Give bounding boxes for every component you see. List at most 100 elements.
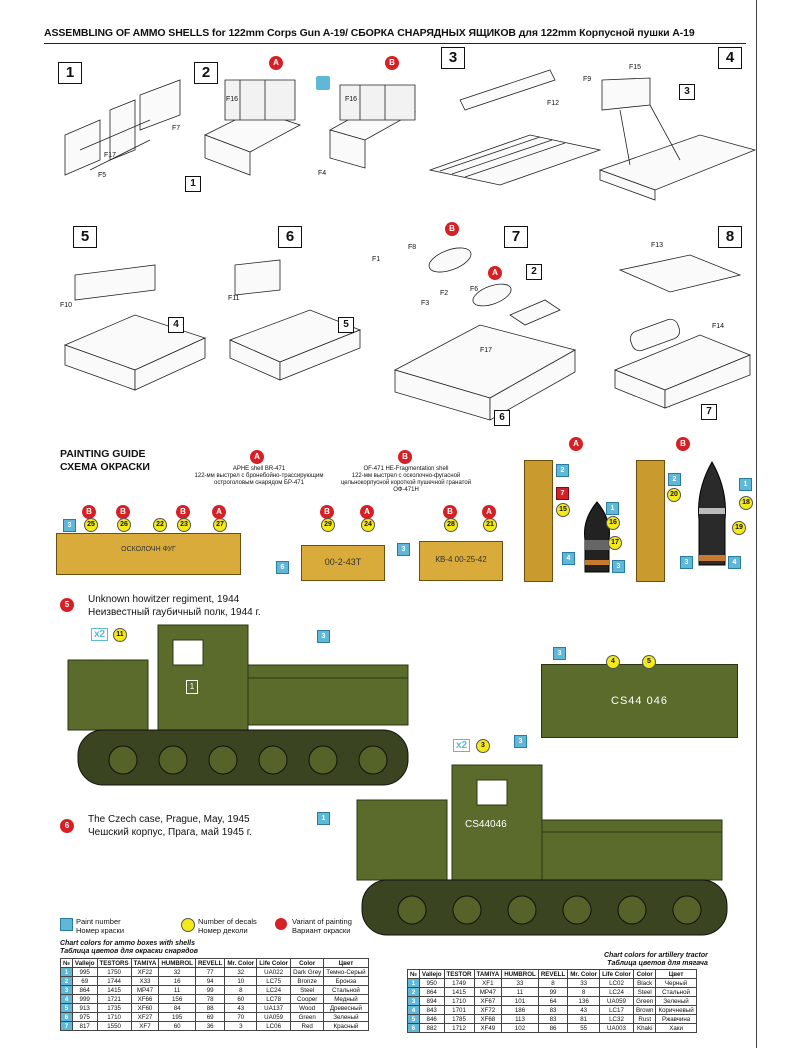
table-cell: 99	[194, 985, 226, 995]
paint-3-proj-b: 3	[680, 556, 693, 569]
table-cell: Медный	[323, 994, 369, 1004]
decal-4: 4	[606, 655, 620, 669]
table-cell: XF68	[473, 1014, 503, 1024]
step-7-label: 7	[504, 226, 528, 248]
paint-3-box1: 3	[63, 519, 76, 532]
table-cell: 94	[194, 976, 226, 986]
table-cell: LC78	[256, 994, 292, 1004]
table1-caption: Chart colors for ammo boxes with shells …	[60, 940, 199, 955]
table-cell: 70	[224, 1012, 258, 1022]
paint-7-shell-a: 7	[556, 487, 569, 500]
table-cell: LC75	[256, 976, 292, 986]
table-cell: 16	[158, 976, 196, 986]
table-cell: 882	[418, 1023, 445, 1033]
table-cell: 33	[501, 978, 539, 988]
table-cell: XF1	[473, 978, 503, 988]
table-cell: UA137	[256, 1003, 292, 1013]
part-f14: F14	[712, 323, 725, 330]
table-cell: 3	[224, 1021, 258, 1031]
table-cell: 64	[537, 996, 569, 1006]
table-cell: 1	[60, 967, 73, 977]
part-f9: F9	[583, 76, 592, 83]
table-header-cell: TESTOR	[443, 969, 475, 979]
paint-1-proj-a: 1	[606, 502, 619, 515]
variant-6-badge: 6	[60, 819, 74, 833]
legend-decal: Number of decals Номер деколи	[198, 917, 257, 935]
table-cell: 1550	[96, 1021, 132, 1031]
table-cell: MP47	[130, 985, 160, 995]
shell-a-caption: APHE shell BR-471 122-мм выстрел с броне…	[194, 466, 324, 486]
page-title: ASSEMBLING OF AMMO SHELLS for 122mm Corp…	[44, 27, 695, 39]
table-cell: Steel	[632, 987, 657, 997]
table-cell: 60	[158, 1021, 196, 1031]
step-1-label: 1	[58, 62, 82, 84]
decal-24: 24	[361, 518, 375, 532]
table-cell: 102	[501, 1023, 539, 1033]
shell-case-a	[524, 460, 553, 582]
paint-1-v5: 1	[317, 812, 330, 825]
table-cell: XF27	[130, 1012, 160, 1022]
ammo-box-3: КВ-4 00-25-42	[419, 541, 503, 581]
table-cell: 1744	[96, 976, 132, 986]
table-cell: Зеленый	[655, 996, 697, 1006]
paint-3-v6: 3	[514, 735, 527, 748]
part-f1: F1	[372, 256, 381, 263]
part-f10: F10	[60, 302, 73, 309]
table-cell: Коричневый	[655, 1005, 697, 1015]
decal-17: 17	[608, 536, 622, 550]
table-cell: 1785	[443, 1014, 475, 1024]
table-cell: 5	[407, 1014, 420, 1024]
shell-b-caption: OF-471 HE-Fragmentation shell 122-мм выс…	[340, 466, 472, 493]
part-f11: F11	[228, 295, 240, 302]
table-cell: 6	[407, 1023, 420, 1033]
variant-b-shells: B	[676, 437, 690, 451]
tractor-variant-5	[67, 624, 409, 786]
variant-a-shells: A	[569, 437, 583, 451]
ref-part-1: 1	[185, 176, 201, 192]
decal-19: 19	[732, 521, 746, 535]
tractor-variant-6	[356, 764, 728, 936]
decal-3: 3	[476, 739, 490, 753]
part-f5: F5	[98, 172, 107, 179]
paint-3-v5: 3	[317, 630, 330, 643]
table-cell: Ржавчина	[655, 1014, 697, 1024]
part-f7: F7	[172, 125, 181, 132]
variant-5-title: Unknown howitzer regiment, 1944 Неизвест…	[88, 594, 261, 618]
table-cell: 81	[567, 1014, 601, 1024]
table-cell: 88	[194, 1003, 226, 1013]
legend-variant: Variant of painting Вариант окраски	[292, 917, 352, 935]
table-cell: 1735	[96, 1003, 132, 1013]
table-cell: UA003	[599, 1023, 634, 1033]
table-cell: 1415	[443, 987, 475, 997]
painting-guide-title: PAINTING GUIDE СХЕМА ОКРАСКИ	[60, 448, 150, 473]
table-cell: Стальной	[655, 987, 697, 997]
table-header-cell: Life Color	[256, 958, 292, 968]
table-cell: Green	[632, 996, 657, 1006]
paint-2-shell-b: 2	[668, 473, 681, 486]
decal-27: 27	[213, 518, 227, 532]
table-header-cell: TAMIYA	[130, 958, 160, 968]
table-cell: X33	[130, 976, 160, 986]
shell-a-variant-badge: A	[250, 450, 264, 464]
step-4-label: 4	[718, 47, 742, 69]
variant-b-box3: B	[443, 505, 457, 519]
part-f15: F15	[629, 64, 642, 71]
variant-a-box2: A	[360, 505, 374, 519]
table-cell: 975	[71, 1012, 98, 1022]
variant-5-badge: 5	[60, 598, 74, 612]
table-cell: 2	[407, 987, 420, 997]
table-cell: 83	[537, 1005, 569, 1015]
decal-26: 26	[117, 518, 131, 532]
door-marking-v5: 1	[186, 680, 198, 694]
step-5-label: 5	[73, 226, 97, 248]
table-cell: 11	[158, 985, 196, 995]
variant-b-marker-step7: B	[445, 222, 459, 236]
table2-caption: Chart colors for artillery tractor Табли…	[604, 952, 708, 967]
